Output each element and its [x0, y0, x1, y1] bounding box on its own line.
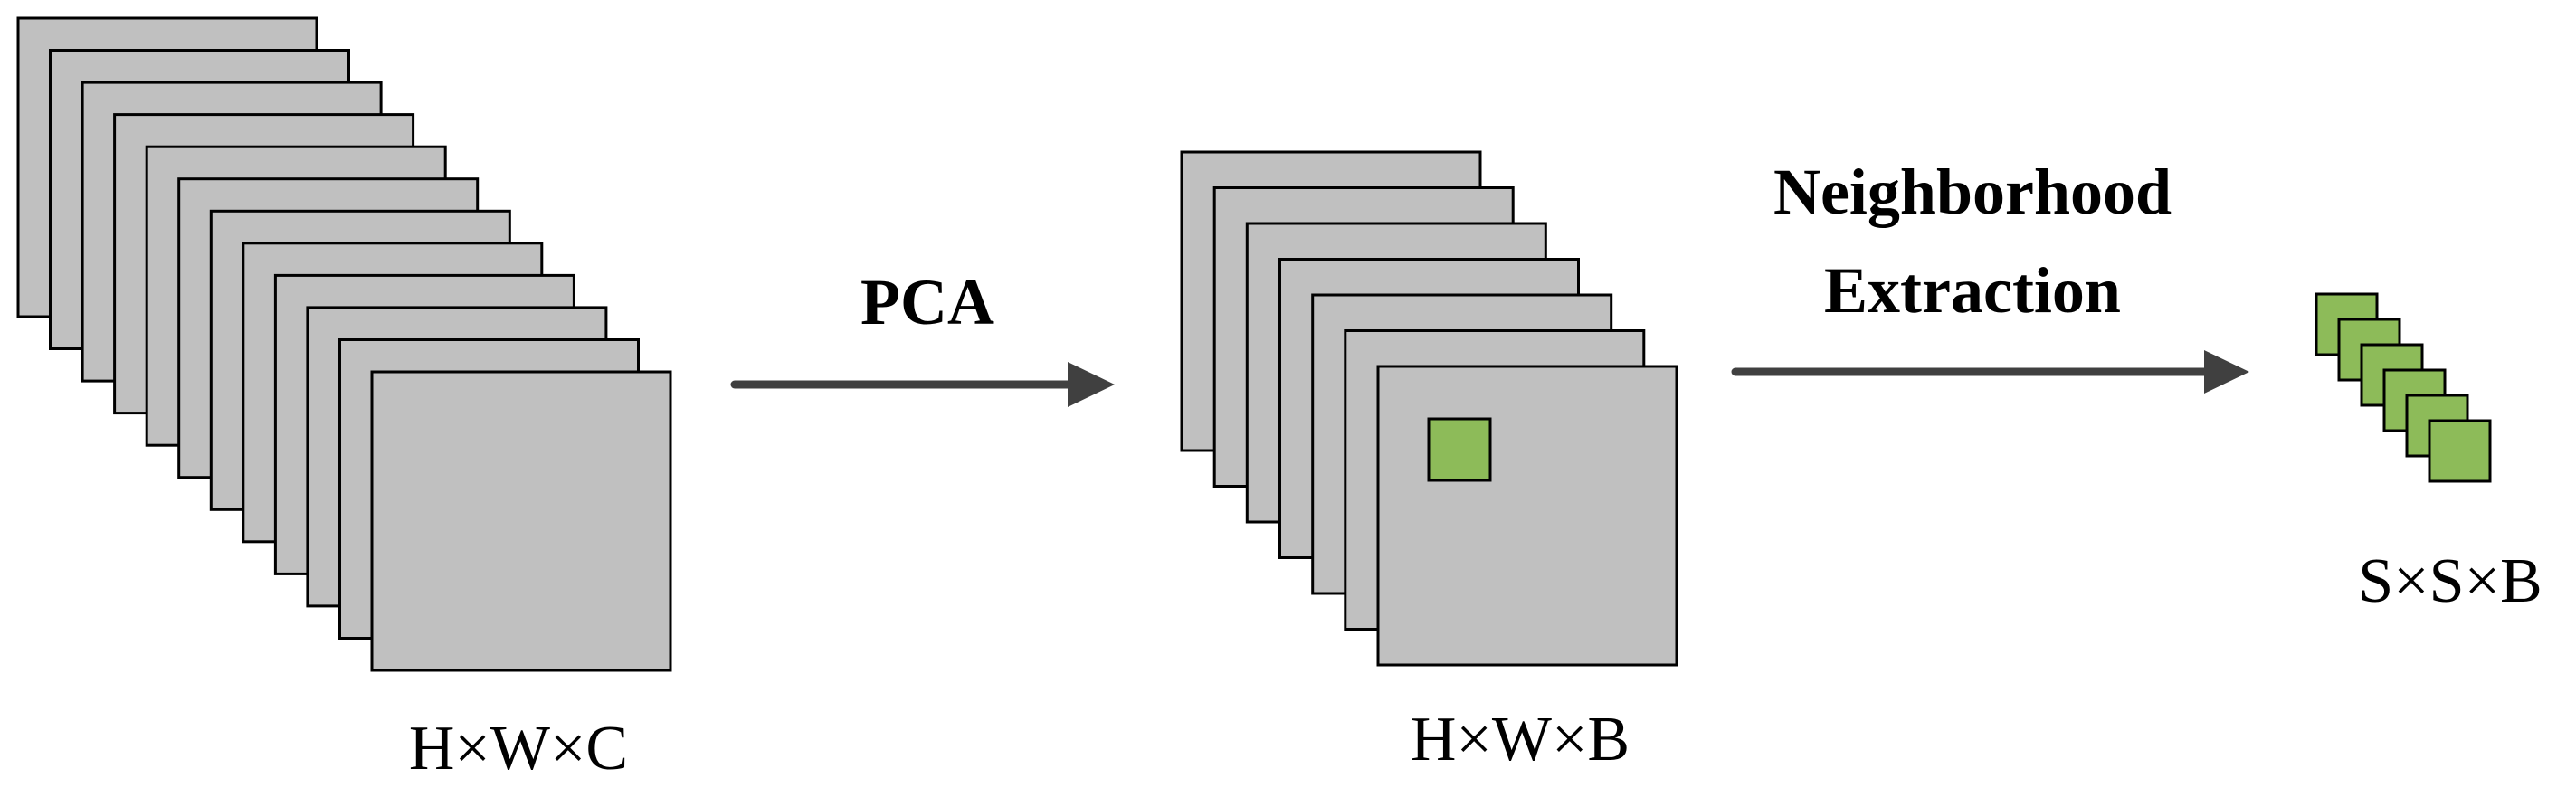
input-band-layer [370, 370, 672, 672]
patch-layer [2428, 419, 2492, 483]
neighborhood-patch [1427, 417, 1492, 482]
pca-arrow [730, 362, 1115, 407]
patch-stack [2315, 292, 2492, 483]
neighborhood-arrow [1731, 350, 2249, 394]
pca-band-stack [1180, 150, 1678, 667]
input-band-stack [16, 16, 672, 672]
pca-step-label: PCA [860, 266, 994, 338]
neighborhood-step-label-line1: Neighborhood [1773, 156, 2172, 228]
pca-cube-label: H×W×B [1411, 705, 1630, 774]
input-cube-label: H×W×C [409, 714, 628, 783]
neighborhood-step-label-line2: Extraction [1824, 254, 2121, 327]
pca-band-layer [1376, 365, 1678, 667]
patch-stack-label: S×S×B [2358, 546, 2543, 616]
